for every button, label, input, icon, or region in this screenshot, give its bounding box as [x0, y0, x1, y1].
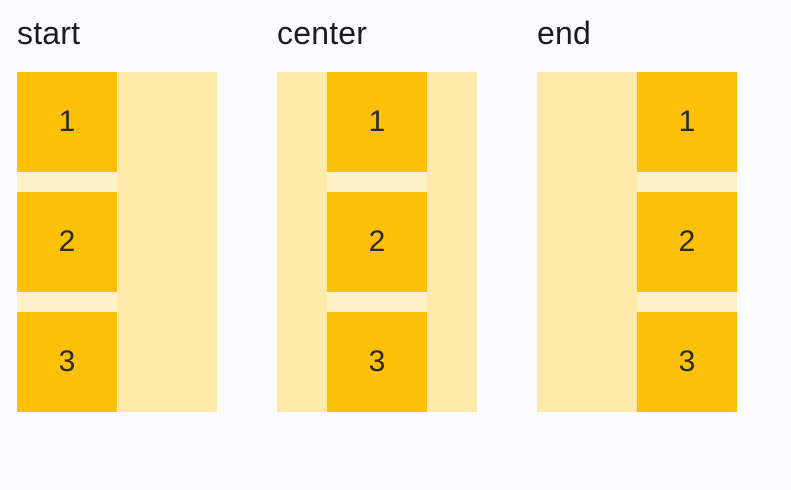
items-track-center: 1 2 3	[327, 72, 427, 412]
items-track-start: 1 2 3	[17, 72, 117, 412]
flex-item-1: 1	[637, 72, 737, 172]
example-label-start: start	[17, 15, 81, 51]
example-label-end: end	[537, 15, 591, 51]
flex-item-1: 1	[327, 72, 427, 172]
flex-item-3: 3	[17, 312, 117, 412]
items-track-end: 1 2 3	[637, 72, 737, 412]
alignment-example-end: end 1 2 3	[537, 0, 737, 412]
alignment-container-end: 1 2 3	[537, 72, 737, 412]
flex-item-2: 2	[637, 192, 737, 292]
example-label-center: center	[277, 15, 368, 51]
alignment-container-center: 1 2 3	[277, 72, 477, 412]
flex-item-2: 2	[17, 192, 117, 292]
alignment-example-center: center 1 2 3	[277, 0, 477, 412]
flex-item-3: 3	[327, 312, 427, 412]
flex-item-3: 3	[637, 312, 737, 412]
alignment-container-start: 1 2 3	[17, 72, 217, 412]
flex-item-1: 1	[17, 72, 117, 172]
alignment-example-start: start 1 2 3	[17, 0, 217, 412]
flex-item-2: 2	[327, 192, 427, 292]
